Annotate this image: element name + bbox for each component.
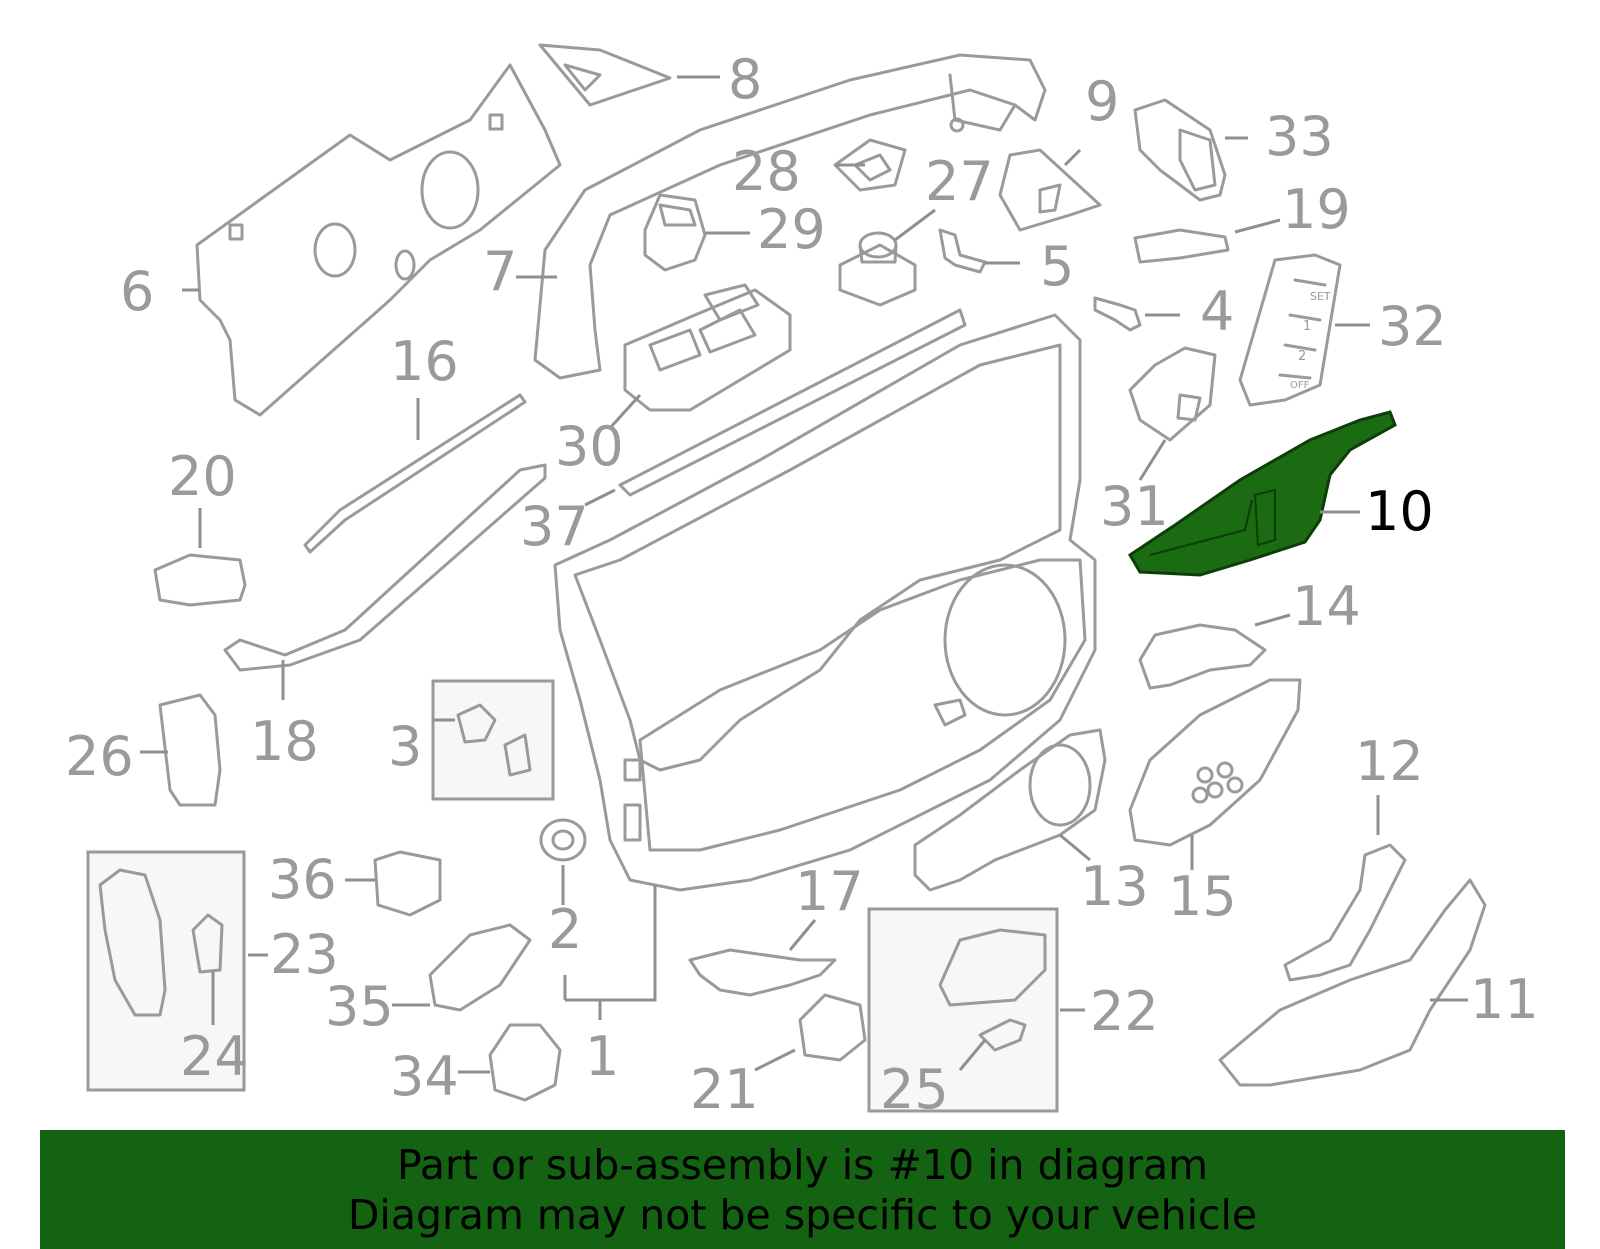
part-37-seal[interactable] (618, 308, 967, 497)
part-23-reflector[interactable] (98, 868, 167, 1017)
part-19-bulb[interactable] (1133, 228, 1230, 264)
part-8-mirror-trim[interactable] (538, 43, 672, 107)
part-32-memory-switch[interactable]: SET 1 2 OFF (1238, 253, 1342, 407)
callout-37: 37 (520, 495, 589, 558)
callout-7: 7 (483, 240, 517, 303)
part-7-frame-trim[interactable] (533, 53, 1047, 380)
callout-4: 4 (1200, 280, 1234, 343)
part-11-armrest[interactable] (1218, 878, 1487, 1087)
part-34-switch[interactable] (488, 1023, 562, 1102)
callout-16: 16 (390, 330, 459, 393)
part-3-clips[interactable] (456, 703, 532, 777)
callout-25: 25 (880, 1058, 949, 1121)
part-9-tweeter-cover[interactable] (998, 148, 1102, 232)
part-14-bezel[interactable] (1138, 623, 1267, 690)
part-5-clip[interactable] (938, 228, 987, 274)
part-16-trim-strip[interactable] (303, 393, 527, 554)
part-28-gasket[interactable] (833, 138, 907, 192)
part-26-pocket[interactable] (158, 693, 222, 807)
part-27-mirror-knob[interactable] (838, 231, 917, 307)
callout-15: 15 (1168, 865, 1237, 928)
part-10-detail (1149, 488, 1276, 556)
callout-5: 5 (1040, 235, 1074, 298)
switch-set-text: SET (1310, 290, 1331, 303)
callout-labels: 8 6 7 9 33 28 29 27 5 19 4 32 31 10 16 2… (65, 48, 1539, 1121)
part-12-handle-bracket[interactable] (1283, 843, 1407, 982)
part-13-speaker-bracket[interactable] (913, 728, 1107, 892)
leader-lines (140, 75, 1468, 1074)
part-2-nut[interactable] (539, 818, 587, 862)
part-20-switch[interactable] (153, 553, 247, 607)
callout-17: 17 (795, 860, 864, 923)
callout-1: 1 (585, 1025, 619, 1088)
part-31-switch[interactable] (1128, 346, 1217, 442)
part-21-connector[interactable] (798, 993, 867, 1062)
callout-8: 8 (728, 48, 762, 111)
callout-6: 6 (120, 260, 154, 323)
callout-18: 18 (250, 710, 319, 773)
callout-12: 12 (1355, 730, 1424, 793)
banner-line-1: Part or sub-assembly is #10 in diagram (396, 1141, 1209, 1189)
callout-27: 27 (925, 150, 994, 213)
callout-20: 20 (168, 445, 237, 508)
group-box-3 (431, 679, 555, 801)
switch-two-text: 2 (1298, 349, 1306, 364)
callout-28: 28 (732, 140, 801, 203)
part-6-door-liner[interactable] (195, 63, 562, 417)
callout-19: 19 (1282, 178, 1351, 241)
callout-22: 22 (1090, 980, 1159, 1043)
part-1-door-panel[interactable] (553, 313, 1097, 892)
callout-24: 24 (180, 1025, 249, 1088)
part-4-bolt[interactable] (1093, 296, 1142, 332)
callout-14: 14 (1292, 575, 1361, 638)
callout-30: 30 (555, 415, 624, 478)
callout-2: 2 (548, 898, 582, 961)
part-35-handle[interactable] (428, 923, 532, 1012)
part-33-switch[interactable] (1133, 98, 1227, 202)
group-box-22 (867, 907, 1059, 1113)
callout-33: 33 (1265, 105, 1334, 168)
callout-35: 35 (325, 975, 394, 1038)
part-17-trim-piece[interactable] (688, 948, 837, 997)
callout-13: 13 (1080, 855, 1149, 918)
part-36-switch[interactable] (373, 850, 442, 917)
callout-36: 36 (268, 848, 337, 911)
callout-23: 23 (270, 923, 339, 986)
callout-9: 9 (1085, 70, 1119, 133)
callout-32: 32 (1378, 295, 1447, 358)
callout-3: 3 (388, 715, 422, 778)
callout-10: 10 (1365, 480, 1434, 543)
part-30-window-switch[interactable] (623, 283, 792, 412)
part-15-speaker-grille[interactable] (1128, 678, 1302, 847)
callout-11: 11 (1470, 968, 1539, 1031)
part-22-lamp-housing[interactable] (938, 928, 1047, 1007)
callout-34: 34 (390, 1045, 459, 1108)
part-18-trim-strip[interactable] (223, 463, 547, 672)
callout-26: 26 (65, 725, 134, 788)
part-24-bulb[interactable] (191, 913, 224, 974)
banner-line-2: Diagram may not be specific to your vehi… (347, 1191, 1258, 1239)
switch-off-text: OFF (1290, 380, 1310, 391)
part-25-bulb[interactable] (978, 1018, 1027, 1052)
part-29-switch[interactable] (643, 193, 707, 272)
callout-21: 21 (690, 1058, 759, 1121)
callout-31: 31 (1100, 475, 1169, 538)
info-banner: Part or sub-assembly is #10 in diagram D… (40, 1130, 1565, 1249)
callout-29: 29 (757, 198, 826, 261)
switch-one-text: 1 (1303, 319, 1311, 334)
